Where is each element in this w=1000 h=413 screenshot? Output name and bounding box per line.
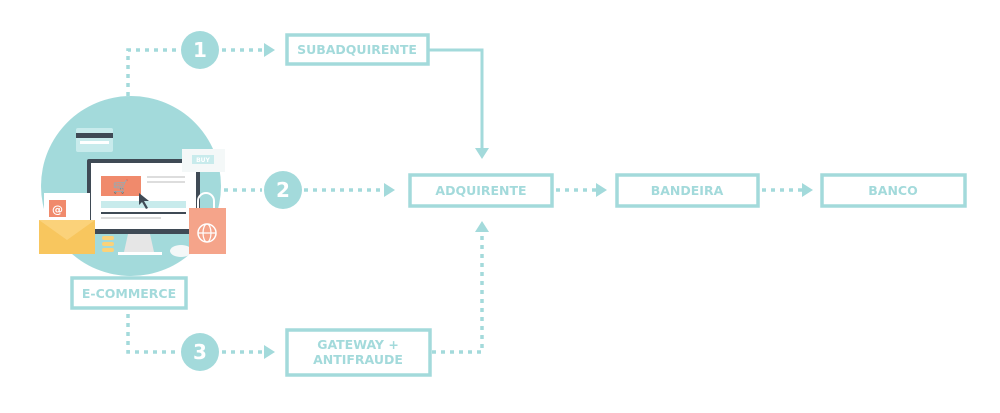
email-envelope-icon: @ (39, 193, 95, 254)
buy-tag-icon: BUY (182, 149, 225, 172)
connector-path-1 (126, 43, 275, 96)
step-2-badge: 2 (264, 171, 302, 209)
svg-text:GATEWAY +: GATEWAY + (317, 337, 399, 352)
shopping-bag-icon (189, 192, 226, 254)
node-banco: BANCO (820, 173, 967, 208)
svg-text:BANCO: BANCO (868, 183, 917, 198)
svg-text:BUY: BUY (196, 157, 210, 164)
arrow-icon (384, 183, 395, 197)
ecommerce-illustration: 🛒 BUY @ (39, 96, 226, 276)
svg-text:2: 2 (276, 178, 290, 202)
svg-text:SUBADQUIRENTE: SUBADQUIRENTE (297, 42, 417, 57)
coins-icon (102, 236, 114, 252)
cart-icon: 🛒 (113, 179, 129, 195)
arrow-icon (264, 345, 275, 359)
svg-text:BANDEIRA: BANDEIRA (651, 183, 724, 198)
connector-path-2 (224, 183, 395, 197)
node-gateway-antifraude: GATEWAY + ANTIFRAUDE (285, 328, 432, 377)
credit-card-icon (76, 128, 113, 152)
connector-adquirente-to-bandeira (556, 183, 607, 197)
cursor-icon (139, 193, 149, 209)
svg-text:3: 3 (193, 340, 207, 364)
step-3-badge: 3 (181, 333, 219, 371)
connector-path-3 (126, 314, 275, 359)
connector-sub-to-adquirente (428, 48, 489, 159)
connector-bandeira-to-banco (762, 183, 813, 197)
svg-text:E-COMMERCE: E-COMMERCE (82, 286, 176, 301)
arrow-icon (475, 148, 489, 159)
arrow-icon (264, 43, 275, 57)
mouse-icon (170, 245, 192, 257)
node-ecommerce: E-COMMERCE (70, 276, 188, 310)
node-bandeira: BANDEIRA (615, 173, 760, 208)
node-adquirente: ADQUIRENTE (408, 173, 554, 208)
svg-text:ANTIFRAUDE: ANTIFRAUDE (313, 352, 403, 367)
svg-text:1: 1 (193, 38, 207, 62)
step-1-badge: 1 (181, 31, 219, 69)
svg-text:@: @ (52, 203, 63, 216)
svg-text:ADQUIRENTE: ADQUIRENTE (435, 183, 526, 198)
arrow-icon (596, 183, 607, 197)
arrow-icon (475, 221, 489, 232)
monitor-icon: 🛒 (87, 159, 200, 255)
connector-gateway-to-adquirente (432, 221, 489, 354)
node-subadquirente: SUBADQUIRENTE (285, 33, 430, 66)
arrow-icon (802, 183, 813, 197)
